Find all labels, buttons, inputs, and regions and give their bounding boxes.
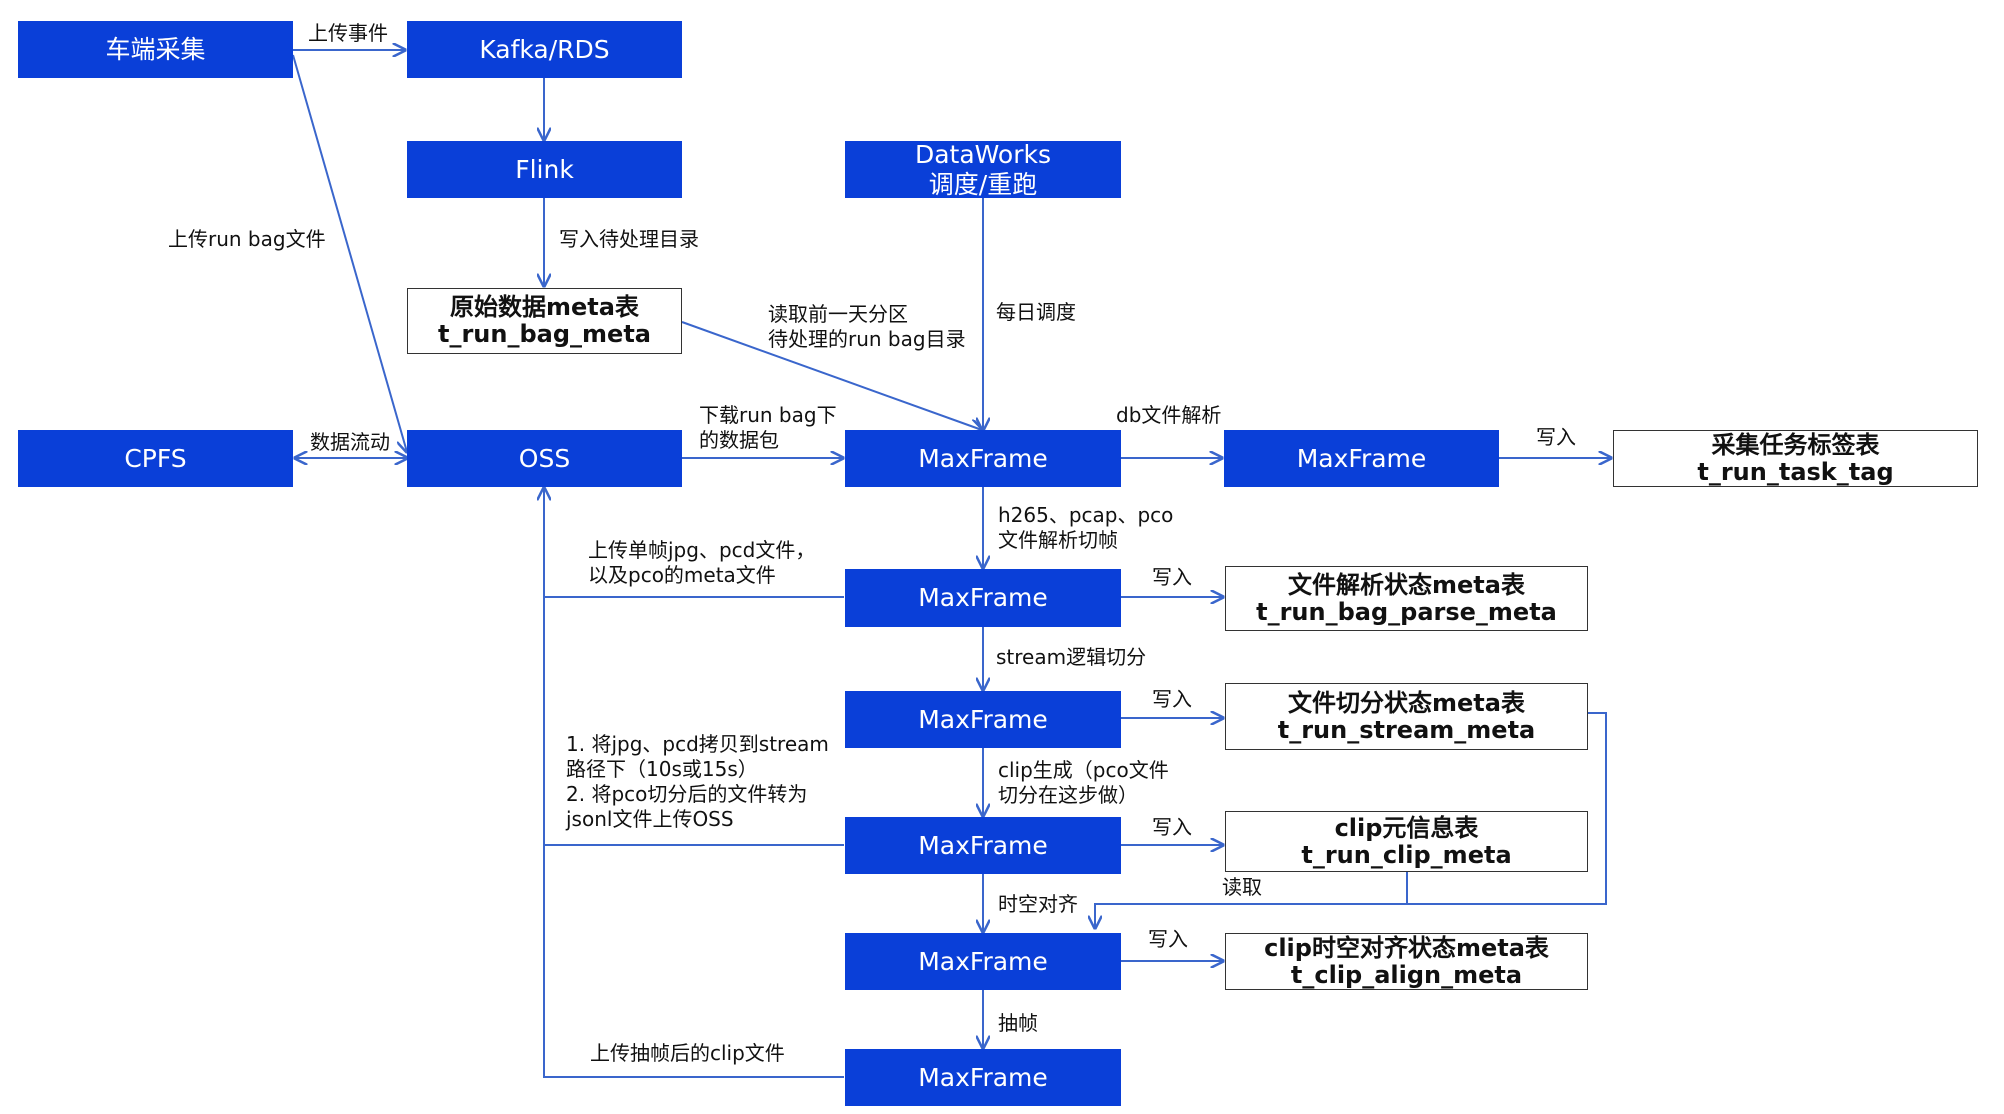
maxframe-node-1: MaxFrame xyxy=(845,430,1121,487)
dataworks-label-line1: DataWorks xyxy=(914,139,1052,169)
maxframe-node-3: MaxFrame xyxy=(845,691,1121,748)
label-read-prev-day-line1: 读取前一天分区 xyxy=(768,302,908,326)
flink-node: Flink xyxy=(407,141,682,198)
label-h265-parse: h265、pcap、pco 文件解析切帧 xyxy=(998,503,1173,553)
kafka-rds-label: Kafka/RDS xyxy=(479,34,610,64)
edge-vehicle-oss xyxy=(292,54,407,452)
label-extract-frame: 抽帧 xyxy=(998,1011,1038,1035)
label-clip-gen-line2: 切分在这步做） xyxy=(998,783,1138,807)
align-meta-table-name: t_clip_align_meta xyxy=(1290,960,1523,989)
stream-meta-table-name: t_run_stream_meta xyxy=(1277,715,1536,744)
maxframe-3-label: MaxFrame xyxy=(918,704,1048,734)
label-clip-gen: clip生成（pco文件 切分在这步做） xyxy=(998,758,1169,808)
oss-label: OSS xyxy=(518,443,571,473)
label-daily-schedule: 每日调度 xyxy=(996,300,1076,324)
label-download-run-bag-line1: 下载run bag下 xyxy=(699,403,837,427)
label-copy-jpg-pcd-line1: 1. 将jpg、pcd拷贝到stream xyxy=(566,732,829,756)
label-copy-jpg-pcd: 1. 将jpg、pcd拷贝到stream 路径下（10s或15s） 2. 将pc… xyxy=(566,732,829,832)
label-copy-jpg-pcd-line3: 2. 将pco切分后的文件转为 xyxy=(566,782,808,806)
vehicle-collection-node: 车端采集 xyxy=(18,21,293,78)
label-clip-gen-line1: clip生成（pco文件 xyxy=(998,758,1169,782)
raw-meta-table-title: 原始数据meta表 xyxy=(450,293,639,321)
flink-label: Flink xyxy=(515,154,574,184)
align-meta-table: clip时空对齐状态meta表 t_clip_align_meta xyxy=(1225,933,1588,990)
label-write-parse: 写入 xyxy=(1152,565,1192,589)
kafka-rds-node: Kafka/RDS xyxy=(407,21,682,78)
label-upload-single-frame: 上传单帧jpg、pcd文件， 以及pco的meta文件 xyxy=(588,538,815,588)
raw-meta-table: 原始数据meta表 t_run_bag_meta xyxy=(407,288,682,354)
label-write-stream: 写入 xyxy=(1152,687,1192,711)
label-write-pending: 写入待处理目录 xyxy=(559,227,699,251)
label-upload-single-frame-line1: 上传单帧jpg、pcd文件， xyxy=(588,538,816,562)
task-tag-table-title: 采集任务标签表 xyxy=(1711,430,1880,459)
label-write-tag: 写入 xyxy=(1536,425,1576,449)
maxframe-2-label: MaxFrame xyxy=(918,583,1048,612)
clip-meta-table-name: t_run_clip_meta xyxy=(1301,840,1512,869)
raw-meta-table-name: t_run_bag_meta xyxy=(438,320,651,348)
label-spatiotemporal-align: 时空对齐 xyxy=(998,892,1078,916)
maxframe-node-2: MaxFrame xyxy=(845,569,1121,627)
label-read-prev-day: 读取前一天分区 待处理的run bag目录 xyxy=(768,302,966,352)
maxframe-4-label: MaxFrame xyxy=(918,830,1048,860)
maxframe-5-label: MaxFrame xyxy=(918,946,1048,976)
maxframe-node-5: MaxFrame xyxy=(845,933,1121,990)
maxframe-node-db: MaxFrame xyxy=(1224,430,1499,487)
dataworks-node: DataWorks 调度/重跑 xyxy=(845,139,1121,199)
label-db-parse: db文件解析 xyxy=(1116,403,1222,427)
label-data-flow: 数据流动 xyxy=(310,430,390,454)
task-tag-table-name: t_run_task_tag xyxy=(1697,457,1894,486)
clip-meta-table: clip元信息表 t_run_clip_meta xyxy=(1225,811,1588,872)
label-copy-jpg-pcd-line4: jsonl文件上传OSS xyxy=(566,807,734,831)
vehicle-collection-label: 车端采集 xyxy=(105,34,206,64)
label-write-clip: 写入 xyxy=(1152,815,1192,839)
label-upload-run-bag: 上传run bag文件 xyxy=(168,227,326,251)
label-upload-single-frame-line2: 以及pco的meta文件 xyxy=(588,563,776,587)
label-copy-jpg-pcd-line2: 路径下（10s或15s） xyxy=(566,757,758,781)
edge-rawmeta-mf1 xyxy=(681,321,982,430)
maxframe-db-label: MaxFrame xyxy=(1296,443,1427,473)
parse-meta-table-title: 文件解析状态meta表 xyxy=(1288,570,1525,599)
label-download-run-bag-line2: 的数据包 xyxy=(699,428,779,452)
label-read-prev-day-line2: 待处理的run bag目录 xyxy=(768,327,966,351)
label-read: 读取 xyxy=(1222,875,1262,899)
label-h265-parse-line2: 文件解析切帧 xyxy=(998,528,1118,552)
align-meta-table-title: clip时空对齐状态meta表 xyxy=(1264,933,1549,962)
maxframe-node-6: MaxFrame xyxy=(845,1049,1121,1106)
cpfs-node: CPFS xyxy=(18,430,293,487)
task-tag-table: 采集任务标签表 t_run_task_tag xyxy=(1613,430,1978,487)
cpfs-label: CPFS xyxy=(124,443,187,473)
label-upload-event: 上传事件 xyxy=(308,21,388,45)
parse-meta-table: 文件解析状态meta表 t_run_bag_parse_meta xyxy=(1225,566,1588,631)
edge-streammeta-read xyxy=(1095,712,1607,928)
edge-mfs-to-oss xyxy=(544,488,844,1078)
label-download-run-bag: 下载run bag下 的数据包 xyxy=(699,403,837,453)
stream-meta-table: 文件切分状态meta表 t_run_stream_meta xyxy=(1225,683,1588,750)
clip-meta-table-title: clip元信息表 xyxy=(1334,813,1479,842)
maxframe-6-label: MaxFrame xyxy=(918,1062,1048,1092)
dataworks-label-line2: 调度/重跑 xyxy=(928,169,1038,199)
parse-meta-table-name: t_run_bag_parse_meta xyxy=(1256,597,1557,626)
label-write-align: 写入 xyxy=(1148,927,1188,951)
maxframe-node-4: MaxFrame xyxy=(845,817,1121,874)
stream-meta-table-title: 文件切分状态meta表 xyxy=(1288,688,1525,717)
maxframe-1-label: MaxFrame xyxy=(918,443,1048,473)
label-upload-clip-after: 上传抽帧后的clip文件 xyxy=(590,1041,785,1065)
label-h265-parse-line1: h265、pcap、pco xyxy=(998,503,1174,527)
oss-node: OSS xyxy=(407,430,682,487)
label-stream-split: stream逻辑切分 xyxy=(996,645,1147,669)
